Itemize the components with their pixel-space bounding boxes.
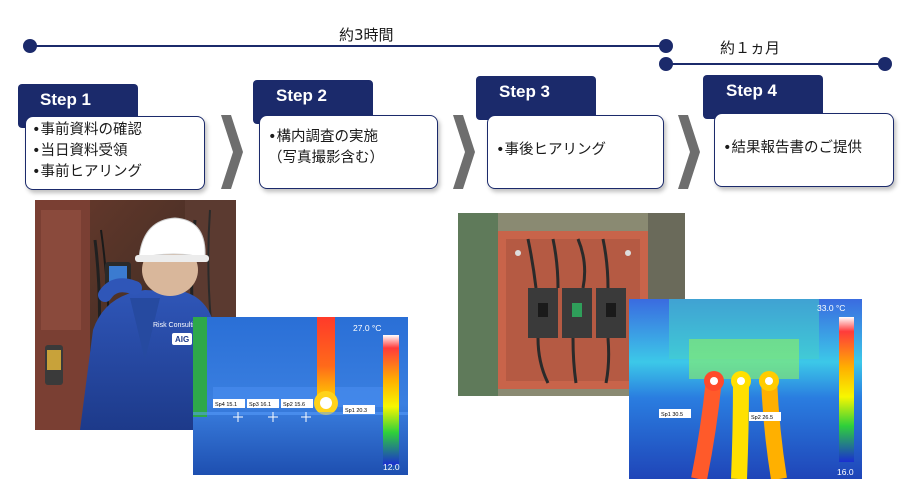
- step-4-tab: Step 4: [703, 75, 823, 119]
- timeline-span-a-label: 約3時間: [339, 26, 394, 44]
- chevron-arrow-icon: [221, 115, 243, 189]
- thermal-image-1: 27.0 °C 12.0 Sp4 15.1 Sp3 16.1 Sp2 15.6 …: [193, 317, 408, 475]
- thermal-1-marker: Sp2 15.6: [283, 402, 305, 408]
- step-1-item: •当日資料受領: [32, 143, 128, 159]
- thermal-image-2: 33.0 °C 16.0 Sp1 30.5 Sp2 26.5: [629, 299, 862, 479]
- thermal-1-marker: Sp4 15.1: [215, 402, 237, 408]
- step-2-title: Step 2: [276, 86, 328, 105]
- timeline-span-b-line: [666, 63, 885, 65]
- step-1-title: Step 1: [40, 90, 92, 109]
- step-4-title: Step 4: [726, 81, 778, 100]
- step-1-item: •事前ヒアリング: [32, 164, 143, 180]
- thermal-2-min: 16.0: [837, 467, 854, 477]
- step-3-item: •事後ヒアリング: [496, 142, 607, 158]
- step-1-item: •事前資料の確認: [32, 122, 143, 138]
- photo-inspector-at-panel: Risk Consultin AIG: [35, 200, 236, 430]
- timeline-span-a-line: [30, 45, 667, 47]
- chevron-arrow-icon: [453, 115, 475, 189]
- timeline-span-a-end-dot: [659, 39, 673, 53]
- chevron-arrow-icon: [678, 115, 700, 189]
- step-2-item: •構内調査の実施: [268, 129, 379, 145]
- thermal-1-max: 27.0 °C: [353, 323, 381, 333]
- step-3-title: Step 3: [499, 82, 551, 101]
- timeline-span-a-start-dot: [23, 39, 37, 53]
- vest-label: Risk Consultin: [153, 322, 198, 329]
- thermal-1-marker: Sp3 16.1: [249, 402, 271, 408]
- step-3-box: •事後ヒアリング: [487, 115, 664, 189]
- timeline-span-b-start-dot: [659, 57, 673, 71]
- thermal-1-marker: Sp1 20.3: [345, 408, 367, 414]
- step-4-item: •結果報告書のご提供: [723, 140, 863, 156]
- thermal-1-min: 12.0: [383, 462, 400, 472]
- thermal-2-marker: Sp1 30.5: [661, 412, 683, 418]
- step-2-item: （写真撮影含む）: [268, 150, 384, 166]
- step-2-box: •構内調査の実施 （写真撮影含む）: [259, 115, 438, 189]
- aig-logo: AIG: [175, 335, 189, 344]
- timeline-span-b-end-dot: [878, 57, 892, 71]
- timeline-span-b-label: 約１ヵ月: [720, 39, 781, 57]
- step-4-box: •結果報告書のご提供: [714, 113, 894, 187]
- step-1-box: •事前資料の確認 •当日資料受領 •事前ヒアリング: [25, 116, 205, 190]
- thermal-2-marker: Sp2 26.5: [751, 415, 773, 421]
- thermal-2-max: 33.0 °C: [817, 303, 845, 313]
- step-3-tab: Step 3: [476, 76, 596, 120]
